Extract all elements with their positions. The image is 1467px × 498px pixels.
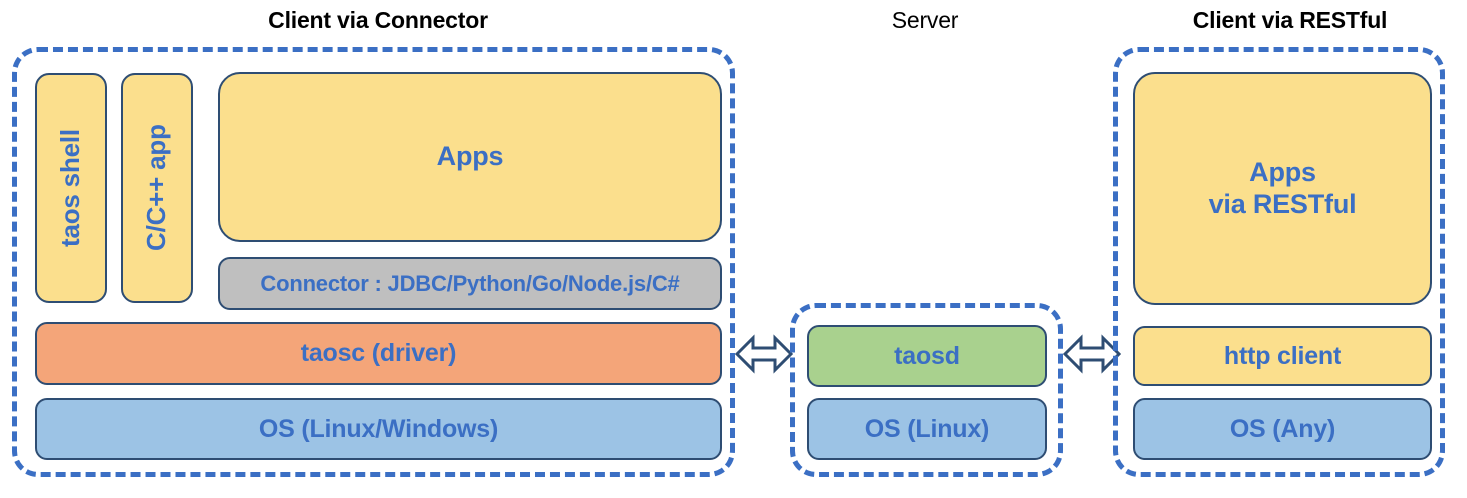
title-client-via-restful: Client via RESTful bbox=[1192, 7, 1388, 33]
box-connector-label: Connector : JDBC/Python/Go/Node.js/C# bbox=[260, 270, 680, 296]
box-os-linux[interactable]: OS (Linux) bbox=[807, 398, 1047, 460]
box-taosc-driver[interactable]: taosc (driver) bbox=[35, 322, 722, 385]
box-taosd[interactable]: taosd bbox=[807, 325, 1047, 387]
box-os-linux-windows-label: OS (Linux/Windows) bbox=[258, 414, 499, 443]
box-apps-via-restful-line2: via RESTful bbox=[1208, 188, 1357, 219]
box-c-cpp-app-label: C/C++ app bbox=[141, 124, 172, 252]
group-client-via-connector bbox=[12, 47, 735, 477]
box-connector[interactable]: Connector : JDBC/Python/Go/Node.js/C# bbox=[218, 257, 722, 310]
box-os-linux-label: OS (Linux) bbox=[864, 414, 990, 443]
box-os-any-label: OS (Any) bbox=[1229, 414, 1336, 443]
bidirectional-arrow-right bbox=[1063, 329, 1121, 379]
title-server: Server bbox=[891, 7, 959, 33]
box-os-any[interactable]: OS (Any) bbox=[1133, 398, 1432, 460]
box-apps-via-restful-line1: Apps bbox=[1249, 157, 1316, 188]
box-taosc-driver-label: taosc (driver) bbox=[300, 339, 457, 368]
box-taosd-label: taosd bbox=[894, 341, 960, 370]
group-server bbox=[790, 303, 1063, 477]
box-taos-shell[interactable]: taos shell bbox=[35, 73, 107, 303]
title-client-via-connector: Client via Connector bbox=[268, 7, 488, 33]
box-http-client-label: http client bbox=[1223, 341, 1342, 370]
box-apps[interactable]: Apps bbox=[218, 72, 722, 242]
box-apps-via-restful[interactable]: Apps via RESTful bbox=[1133, 72, 1432, 305]
box-taos-shell-label: taos shell bbox=[55, 129, 86, 247]
bidirectional-arrow-left bbox=[735, 329, 793, 379]
box-http-client[interactable]: http client bbox=[1133, 326, 1432, 386]
box-c-cpp-app[interactable]: C/C++ app bbox=[121, 73, 193, 303]
box-os-linux-windows[interactable]: OS (Linux/Windows) bbox=[35, 398, 722, 460]
box-apps-label: Apps bbox=[436, 141, 504, 172]
group-client-via-restful bbox=[1113, 47, 1445, 477]
